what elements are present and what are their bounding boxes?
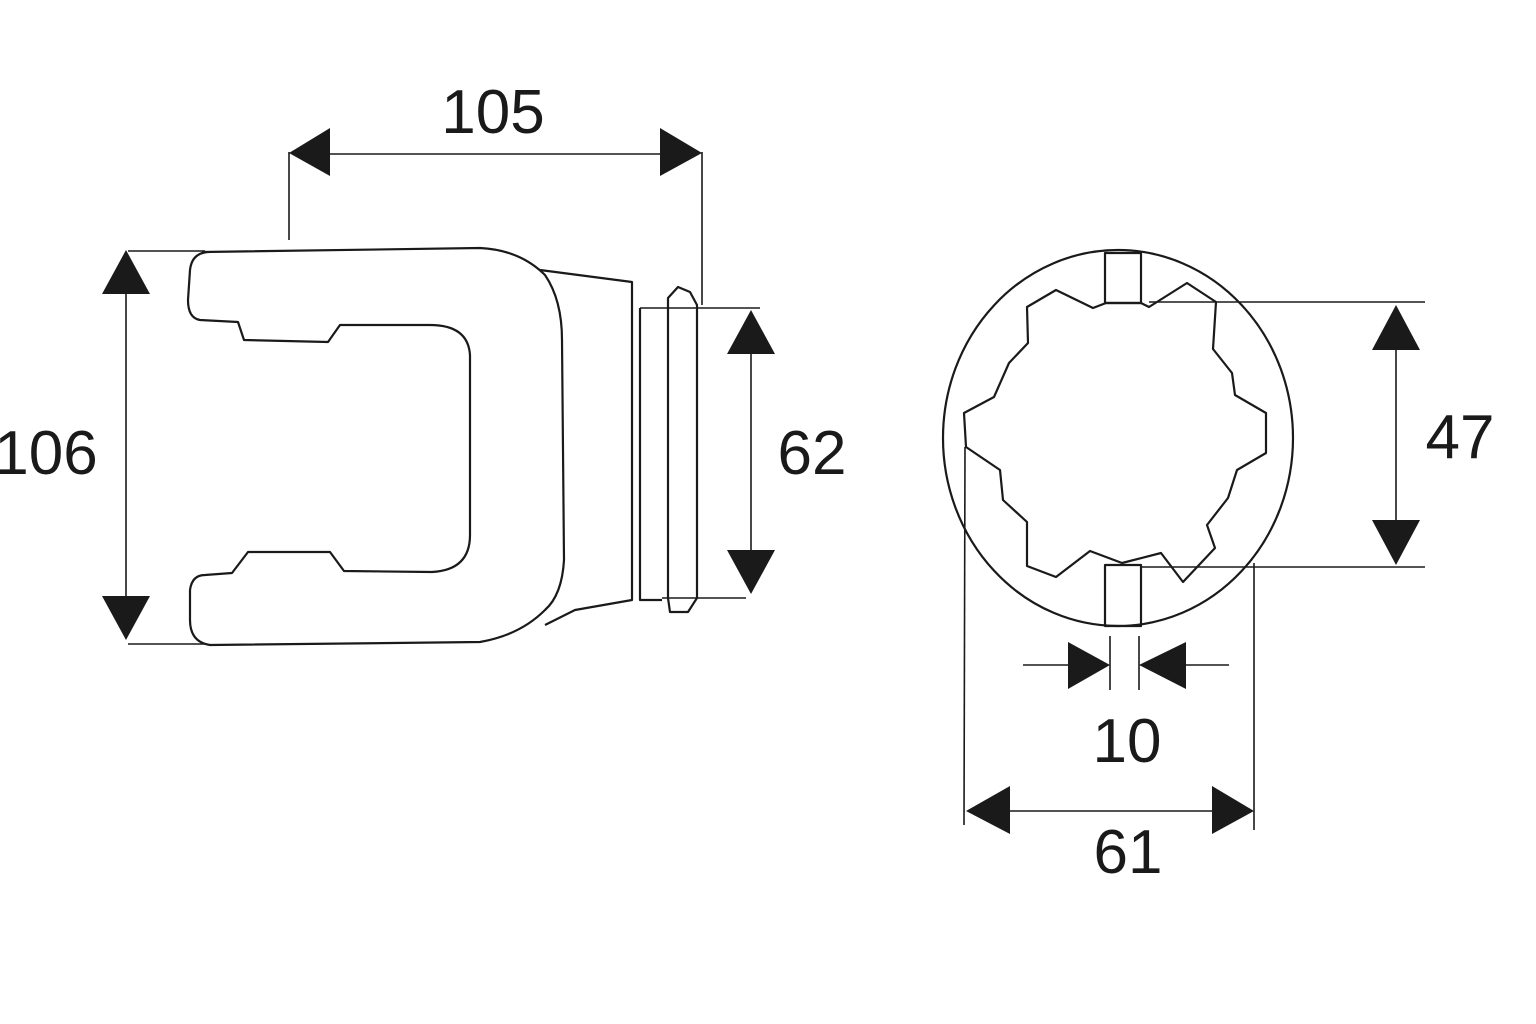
dimension-label-47: 47 — [1426, 403, 1495, 472]
yoke-side-view — [186, 246, 760, 647]
dimension-label-106: 106 — [0, 419, 98, 488]
dimension-106: 106 — [0, 250, 205, 645]
dimension-label-10: 10 — [1093, 707, 1162, 776]
keyway-bottom — [1103, 563, 1143, 628]
keyway-top — [1103, 251, 1143, 305]
dimension-62: 62 — [727, 310, 846, 594]
spline-bore — [962, 281, 1268, 584]
dimension-label-61: 61 — [1094, 818, 1163, 887]
dimension-label-105: 105 — [441, 78, 544, 147]
dimension-61: 61 — [963, 446, 1255, 887]
dimension-105: 105 — [288, 78, 703, 305]
dimension-label-62: 62 — [778, 419, 847, 488]
dimension-10: 10 — [1023, 636, 1229, 776]
dimension-47: 47 — [1141, 301, 1495, 568]
yoke-end-view — [941, 248, 1295, 628]
